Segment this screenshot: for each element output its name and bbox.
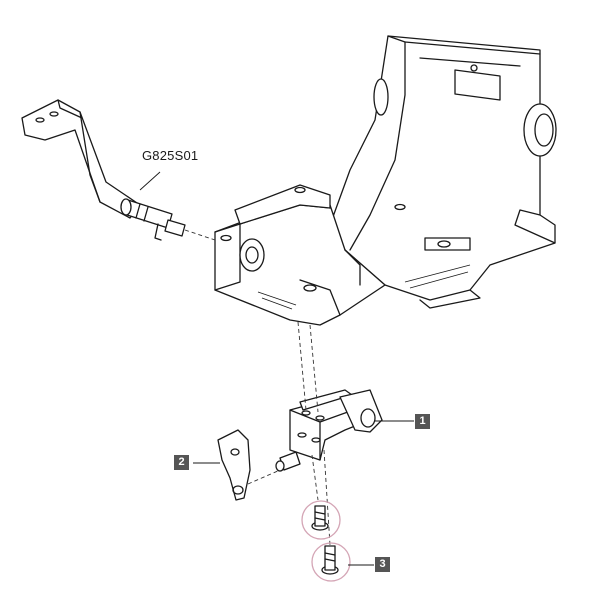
lever-arm-part-2 <box>217 429 251 501</box>
part-code-label: G825S01 <box>142 148 199 163</box>
callout-3: 3 <box>375 557 390 572</box>
lever-rod-g825s01 <box>21 99 186 241</box>
callout-1: 1 <box>415 414 430 429</box>
main-housing <box>214 35 557 326</box>
callout-2: 2 <box>174 455 189 470</box>
valve-block-part-1 <box>275 389 383 472</box>
screws-part-3 <box>301 500 351 582</box>
